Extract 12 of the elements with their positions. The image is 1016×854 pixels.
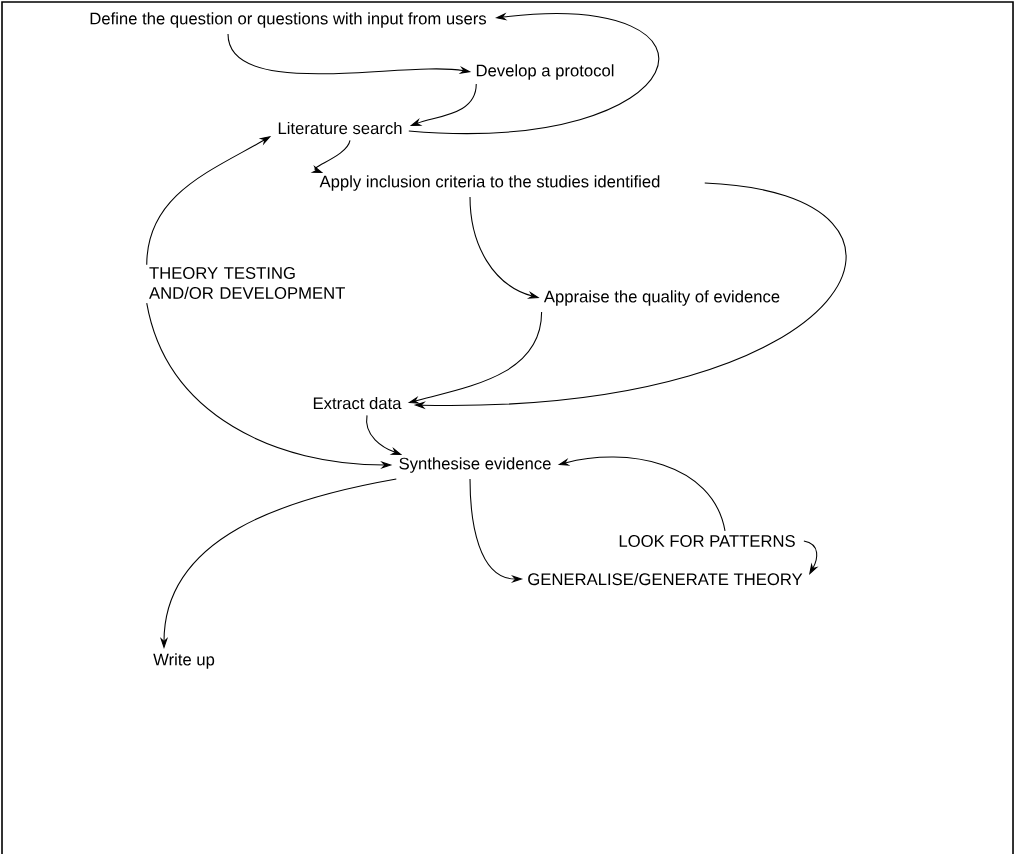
step-text: Extract data bbox=[313, 396, 402, 410]
step-text: Develop a protocol bbox=[476, 64, 614, 80]
step-text: GENERALISE/GENERATE THEORY bbox=[528, 572, 803, 586]
step-text: Synthesise evidence bbox=[399, 457, 551, 473]
step-text: Write up bbox=[153, 653, 215, 669]
arrow bbox=[803, 540, 819, 575]
step-text: THEORY TESTING AND/OR DEVELOPMENT bbox=[149, 267, 345, 299]
step-text: LOOK FOR PATTERNS bbox=[619, 535, 795, 547]
step-text: Appraise the quality of evidence bbox=[543, 290, 780, 306]
step-text: Define the question or questions with input from users bbox=[90, 12, 487, 28]
step-text: Apply inclusion criteria to the studies identified bbox=[319, 175, 660, 191]
step-text: Literature search bbox=[278, 121, 402, 135]
